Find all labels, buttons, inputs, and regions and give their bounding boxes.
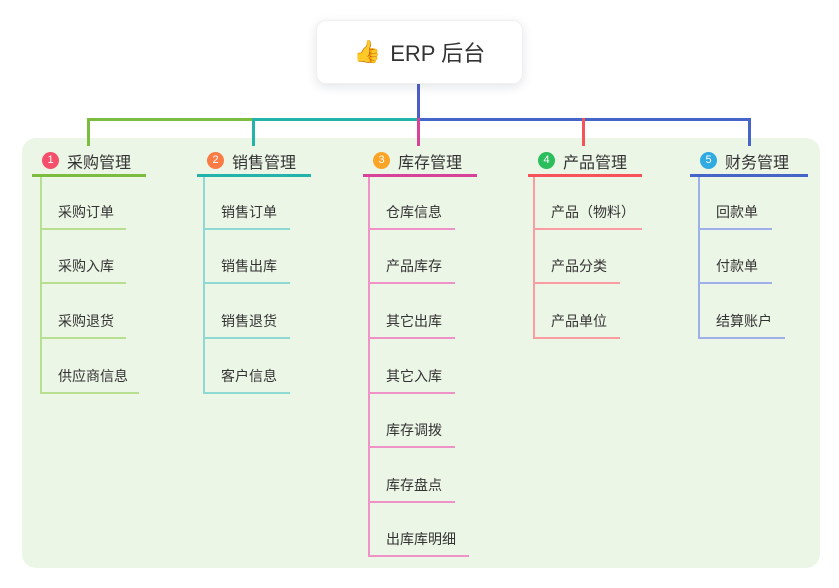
child-node[interactable]: 产品库存 — [368, 254, 455, 284]
child-node[interactable]: 库存调拨 — [368, 418, 455, 448]
connector-drop-branch5 — [748, 118, 751, 146]
branch-label: 采购管理 — [67, 154, 132, 172]
child-node[interactable]: 其它入库 — [368, 364, 455, 394]
child-node[interactable]: 回款单 — [698, 200, 772, 230]
branch-head-product[interactable]: 4 产品管理 — [528, 147, 642, 177]
child-node[interactable]: 结算账户 — [698, 309, 785, 339]
branch-number-badge: 4 — [538, 152, 555, 169]
child-node-label: 销售退货 — [221, 313, 277, 329]
child-node-label: 结算账户 — [716, 313, 772, 329]
connector-rail-branch2 — [203, 177, 205, 394]
child-node-label: 产品（物料） — [551, 204, 635, 220]
child-node[interactable]: 采购订单 — [40, 200, 126, 230]
child-node-label: 采购订单 — [58, 204, 114, 220]
child-node-label: 产品单位 — [551, 313, 607, 329]
child-node[interactable]: 其它出库 — [368, 309, 455, 339]
child-node[interactable]: 采购退货 — [40, 309, 126, 339]
connector-root-vertical — [417, 84, 420, 121]
branch-head-purchase[interactable]: 1 采购管理 — [32, 147, 146, 177]
child-node-label: 销售出库 — [221, 258, 277, 274]
child-node-label: 仓库信息 — [386, 204, 442, 220]
branches-panel — [22, 138, 820, 568]
branch-head-sales[interactable]: 2 销售管理 — [197, 147, 311, 177]
branch-number-badge: 2 — [207, 152, 224, 169]
branch-label: 产品管理 — [563, 154, 628, 172]
branch-number-badge: 3 — [373, 152, 390, 169]
root-node-label: ERP 后台 — [390, 41, 486, 66]
child-node[interactable]: 出库库明细 — [368, 527, 469, 557]
branch-number-badge: 1 — [42, 152, 59, 169]
connector-rail-branch1 — [40, 177, 42, 394]
connector-rail-branch3 — [368, 177, 370, 557]
connector-drop-branch4 — [582, 118, 585, 146]
child-node[interactable]: 库存盘点 — [368, 473, 455, 503]
branch-number-badge: 5 — [700, 152, 717, 169]
child-node-label: 出库库明细 — [386, 531, 456, 547]
connector-horizontal-branch1 — [87, 118, 254, 121]
connector-drop-branch2 — [252, 118, 255, 146]
connector-horizontal-branch2 — [252, 118, 418, 121]
child-node-label: 库存调拨 — [386, 422, 442, 438]
child-node[interactable]: 产品单位 — [533, 309, 620, 339]
branch-label: 财务管理 — [725, 154, 790, 172]
child-node-label: 客户信息 — [221, 368, 277, 384]
branch-label: 销售管理 — [232, 154, 297, 172]
branch-label: 库存管理 — [398, 154, 463, 172]
connector-rail-branch4 — [533, 177, 535, 339]
child-node[interactable]: 销售出库 — [203, 254, 290, 284]
child-node[interactable]: 供应商信息 — [40, 364, 139, 394]
connector-drop-branch3 — [417, 118, 420, 146]
branch-head-inventory[interactable]: 3 库存管理 — [363, 147, 477, 177]
child-node[interactable]: 采购入库 — [40, 254, 126, 284]
child-node-label: 采购退货 — [58, 313, 114, 329]
thumbs-up-icon: 👍 — [353, 39, 382, 64]
child-node-label: 库存盘点 — [386, 477, 442, 493]
child-node-label: 供应商信息 — [58, 368, 128, 384]
child-node[interactable]: 产品分类 — [533, 254, 620, 284]
child-node-label: 其它入库 — [386, 368, 442, 384]
child-node[interactable]: 销售订单 — [203, 200, 290, 230]
child-node-label: 产品分类 — [551, 258, 607, 274]
child-node[interactable]: 产品（物料） — [533, 200, 642, 230]
child-node-label: 回款单 — [716, 204, 758, 220]
child-node-label: 产品库存 — [386, 258, 442, 274]
child-node[interactable]: 仓库信息 — [368, 200, 455, 230]
child-node-label: 付款单 — [716, 258, 758, 274]
child-node[interactable]: 销售退货 — [203, 309, 290, 339]
child-node-label: 销售订单 — [221, 204, 277, 220]
connector-drop-branch1 — [87, 118, 90, 146]
root-node[interactable]: 👍 ERP 后台 — [316, 20, 523, 84]
child-node-label: 其它出库 — [386, 313, 442, 329]
child-node[interactable]: 客户信息 — [203, 364, 290, 394]
branch-head-finance[interactable]: 5 财务管理 — [690, 147, 808, 177]
connector-rail-branch5 — [698, 177, 700, 339]
child-node-label: 采购入库 — [58, 258, 114, 274]
child-node[interactable]: 付款单 — [698, 254, 772, 284]
